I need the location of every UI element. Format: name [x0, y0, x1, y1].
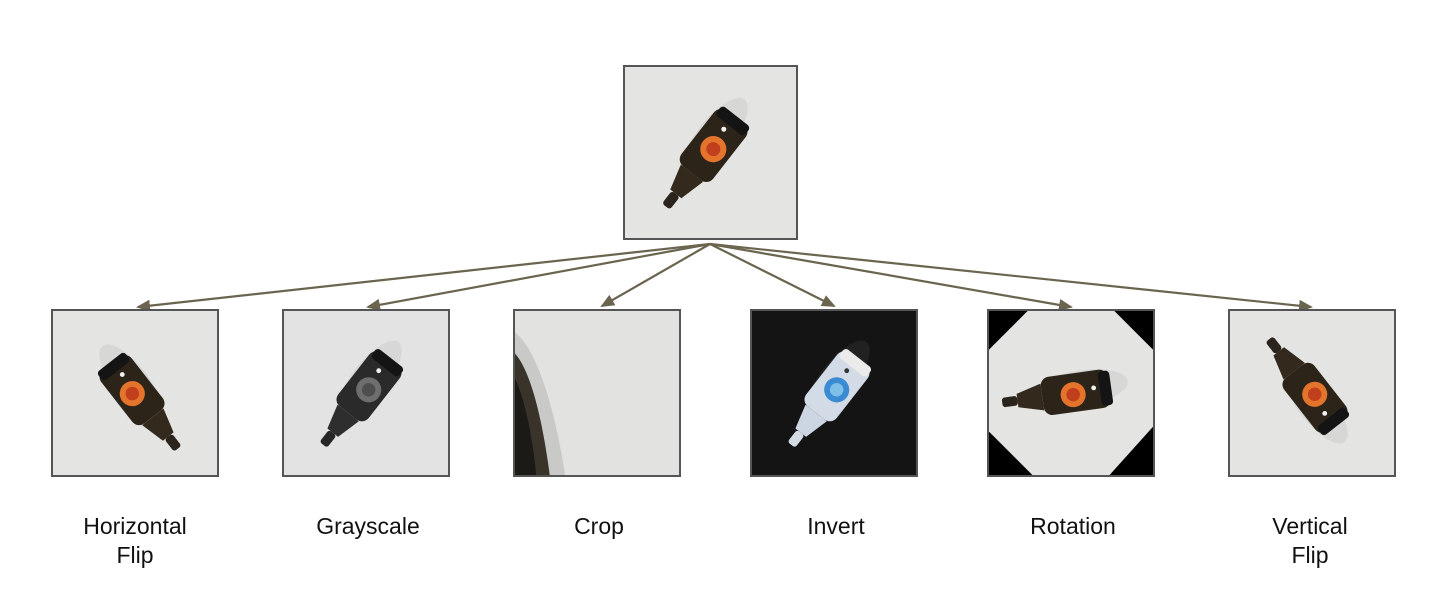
label-invert: Invert — [736, 512, 936, 541]
beer-bottle-image — [1230, 311, 1394, 475]
invert-image — [750, 309, 918, 477]
hflip-image — [51, 309, 219, 477]
beer-bottle-image — [989, 311, 1153, 475]
vflip-image — [1228, 309, 1396, 477]
label-vflip: Vertical Flip — [1210, 512, 1410, 570]
cropped-bottle-image — [515, 311, 679, 475]
arrow-to-hflip — [136, 242, 711, 312]
label-line: Flip — [116, 542, 154, 568]
label-line: Rotation — [1030, 513, 1116, 539]
label-line: Flip — [1291, 542, 1329, 568]
label-line: Horizontal — [83, 513, 187, 539]
arrow-to-grayscale — [366, 242, 711, 311]
arrow-to-invert — [709, 243, 836, 307]
label-hflip: Horizontal Flip — [35, 512, 235, 570]
label-line: Crop — [574, 513, 624, 539]
label-line: Vertical — [1272, 513, 1348, 539]
label-grayscale: Grayscale — [268, 512, 468, 541]
beer-bottle-image — [284, 311, 448, 475]
label-line: Invert — [807, 513, 865, 539]
beer-bottle-image — [53, 311, 217, 475]
arrow-to-rotation — [709, 242, 1073, 311]
arrow-to-crop — [600, 243, 711, 307]
label-crop: Crop — [499, 512, 699, 541]
original-image — [623, 65, 798, 240]
label-rotation: Rotation — [973, 512, 1173, 541]
beer-bottle-image — [752, 311, 916, 475]
label-line: Grayscale — [316, 513, 420, 539]
beer-bottle-image — [625, 67, 796, 238]
crop-image — [513, 309, 681, 477]
grayscale-image — [282, 309, 450, 477]
rotation-image — [987, 309, 1155, 477]
arrow-to-vflip — [709, 242, 1313, 312]
